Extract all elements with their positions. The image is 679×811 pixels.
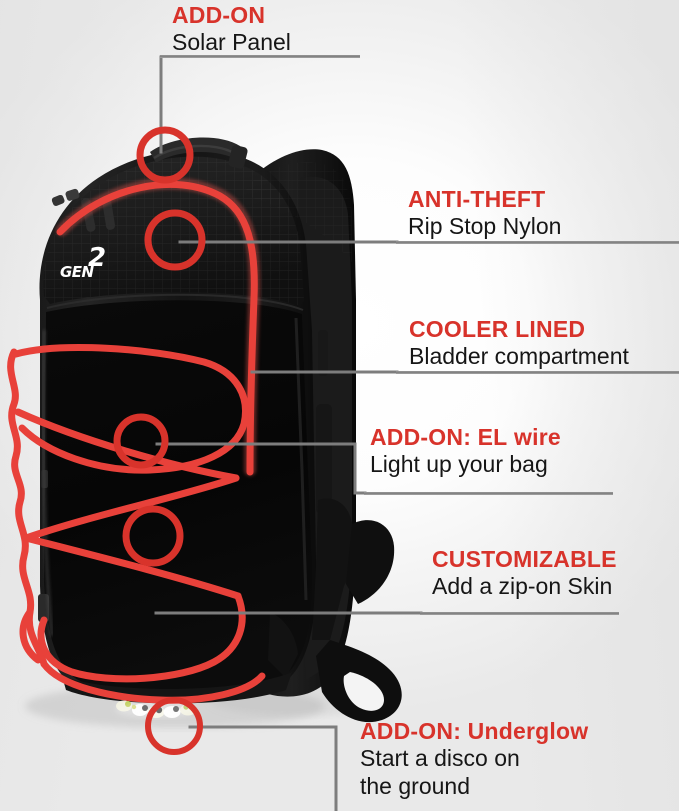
brand-badge-number: 2 xyxy=(88,243,106,273)
callout-solar-panel: ADD-ON Solar Panel xyxy=(172,2,412,56)
callout-solar-panel-title: ADD-ON xyxy=(172,2,266,28)
callout-el-wire-title-upper: ADD-ON: EL xyxy=(370,424,508,450)
callout-solar-panel-rule xyxy=(160,55,360,58)
callout-underglow-title-lower: Underglow xyxy=(467,718,589,744)
callout-anti-theft-subtitle: Rip Stop Nylon xyxy=(408,212,562,239)
callout-customizable: CUSTOMIZABLE Add a zip-on Skin xyxy=(432,546,679,600)
callout-customizable-rule xyxy=(420,612,619,615)
callout-underglow-subtitle-line1: Start a disco on xyxy=(360,744,520,771)
callout-cooler-lined-rule xyxy=(396,371,679,374)
callout-cooler-lined-subtitle: Bladder compartment xyxy=(409,342,629,369)
callout-customizable-title: CUSTOMIZABLE xyxy=(432,546,617,572)
brand-badge: GEN 2 xyxy=(60,245,106,281)
callout-underglow: ADD-ON: Underglow Start a disco on the g… xyxy=(360,718,660,799)
callout-el-wire: ADD-ON: EL wire Light up your bag xyxy=(370,424,650,478)
callout-solar-panel-subtitle: Solar Panel xyxy=(172,28,291,55)
callout-el-wire-subtitle: Light up your bag xyxy=(370,450,548,477)
callout-underglow-title-upper: ADD-ON: xyxy=(360,718,462,744)
callout-anti-theft: ANTI-THEFT Rip Stop Nylon xyxy=(408,186,679,240)
callout-el-wire-title: ADD-ON: EL wire xyxy=(370,424,650,450)
callout-underglow-title: ADD-ON: Underglow xyxy=(360,718,660,744)
callout-anti-theft-title: ANTI-THEFT xyxy=(408,186,546,212)
callout-el-wire-title-lower: wire xyxy=(514,424,561,450)
callout-cooler-lined: COOLER LINED Bladder compartment xyxy=(409,316,679,370)
callout-anti-theft-rule xyxy=(396,241,679,244)
callout-cooler-lined-title: COOLER LINED xyxy=(409,316,586,342)
callout-customizable-subtitle: Add a zip-on Skin xyxy=(432,572,613,599)
callout-el-wire-rule xyxy=(364,492,613,495)
callout-underglow-subtitle-line2: the ground xyxy=(360,772,470,799)
brand-badge-word: GEN xyxy=(60,263,94,281)
